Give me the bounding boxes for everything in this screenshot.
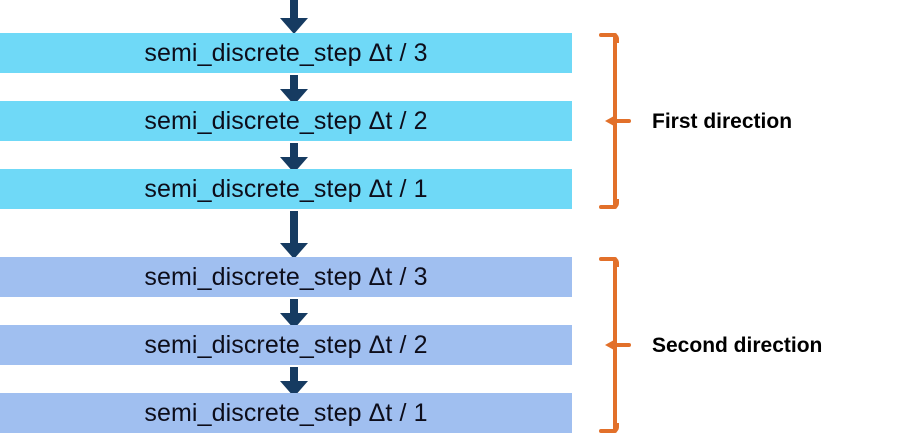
step-box-first-dt2[interactable]: semi_discrete_step Δt / 2 <box>0 101 572 141</box>
step-box-second-dt2[interactable]: semi_discrete_step Δt / 2 <box>0 325 572 365</box>
brace-top-cap <box>599 33 617 37</box>
step-box-first-dt1[interactable]: semi_discrete_step Δt / 1 <box>0 169 572 209</box>
arrow-shaft <box>290 0 298 20</box>
brace-middle-nub <box>615 119 631 123</box>
brace-middle-nub <box>615 343 631 347</box>
arrow-shaft <box>290 367 298 383</box>
step-box-first-dt3[interactable]: semi_discrete_step Δt / 3 <box>0 33 572 73</box>
brace-bottom-cap <box>599 429 617 433</box>
brace-second-direction <box>595 255 631 435</box>
arrow-shaft <box>290 143 298 159</box>
brace-top-corner <box>611 257 619 267</box>
arrow-shaft <box>290 75 298 91</box>
brace-top-cap <box>599 257 617 261</box>
arrow-shaft <box>290 299 298 315</box>
brace-middle-nub-point <box>605 116 614 126</box>
group-label-second-direction: Second direction <box>652 334 823 357</box>
brace-middle-nub-point <box>605 340 614 350</box>
step-box-second-dt1[interactable]: semi_discrete_step Δt / 1 <box>0 393 572 433</box>
brace-bottom-cap <box>599 205 617 209</box>
brace-bottom-corner <box>611 199 619 209</box>
brace-first-direction <box>595 31 631 211</box>
step-box-second-dt3[interactable]: semi_discrete_step Δt / 3 <box>0 257 572 297</box>
brace-top-corner <box>611 33 619 43</box>
brace-bottom-corner <box>611 423 619 433</box>
group-label-first-direction: First direction <box>652 110 793 133</box>
arrow-head <box>280 18 308 34</box>
arrow-shaft <box>290 211 298 245</box>
arrow-first-to-second-group-icon <box>280 211 308 261</box>
